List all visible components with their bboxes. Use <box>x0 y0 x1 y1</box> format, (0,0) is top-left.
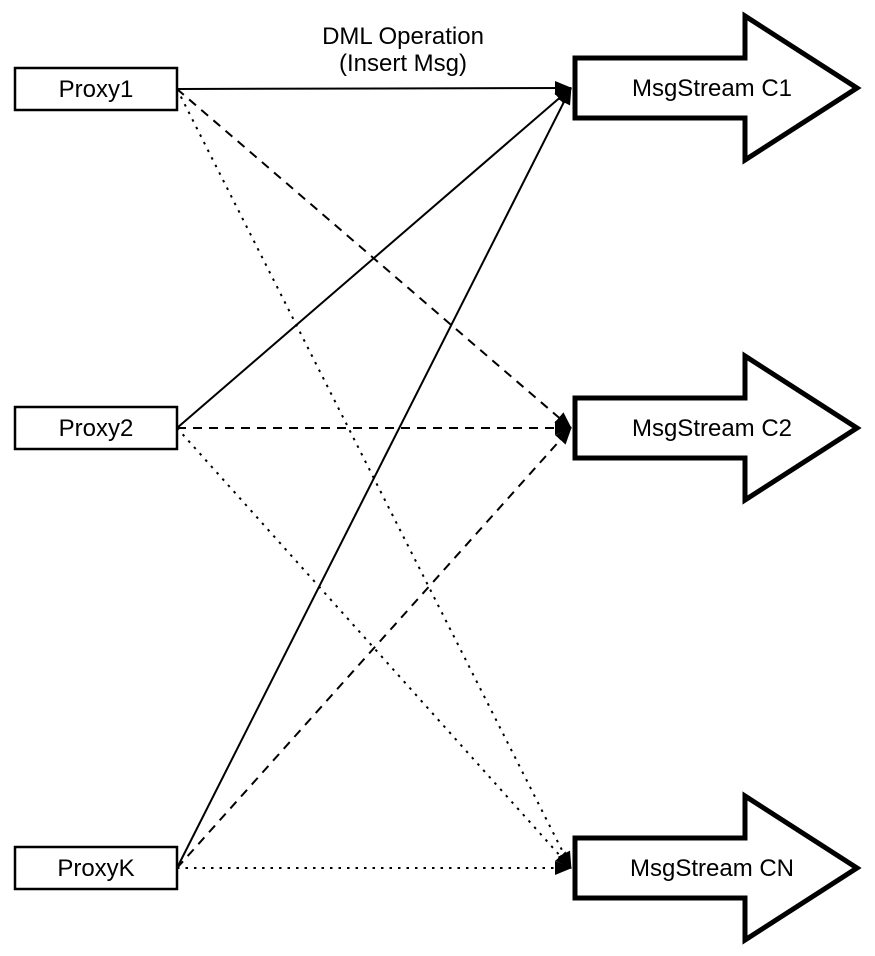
msgstream-cn-label: MsgStream CN <box>630 855 794 882</box>
proxy2-label: Proxy2 <box>59 415 134 442</box>
msgstream-cn-arrow <box>572 791 862 945</box>
stream-node-c2: MsgStream C2 <box>572 351 862 505</box>
connection-proxy1-c1-solid <box>176 81 572 96</box>
connection-proxyk-c1-solid <box>176 87 572 869</box>
proxy-node-k: ProxyK <box>13 845 179 891</box>
msgstream-c2-arrow <box>572 351 862 505</box>
connection-lines <box>176 81 572 875</box>
msgstream-c2-label: MsgStream C2 <box>632 415 792 442</box>
diagram-title-line2: (Insert Msg) <box>339 50 467 77</box>
msgstream-c1-label: MsgStream C1 <box>632 75 792 102</box>
connection-proxy2-c1-solid <box>176 87 572 429</box>
diagram-title: DML Operation (Insert Msg) <box>322 23 484 77</box>
proxy-nodes: Proxy1 Proxy2 ProxyK <box>13 66 179 891</box>
proxy-node-1: Proxy1 <box>13 66 179 112</box>
proxy-node-2: Proxy2 <box>13 405 179 451</box>
connection-proxy1-cn-dotted <box>176 88 572 869</box>
proxy1-label: Proxy1 <box>59 76 134 103</box>
stream-node-c1: MsgStream C1 <box>572 11 862 165</box>
proxyk-label: ProxyK <box>57 855 134 882</box>
connection-proxyk-c2-dashed <box>176 427 572 869</box>
proxyk-box <box>13 845 179 891</box>
msgstream-c1-arrow <box>572 11 862 165</box>
diagram-title-line1: DML Operation <box>322 23 484 50</box>
stream-nodes: MsgStream C1 MsgStream C2 MsgStream CN <box>572 11 862 945</box>
proxy1-box <box>13 66 179 112</box>
proxy2-box <box>13 405 179 451</box>
stream-node-cn: MsgStream CN <box>572 791 862 945</box>
